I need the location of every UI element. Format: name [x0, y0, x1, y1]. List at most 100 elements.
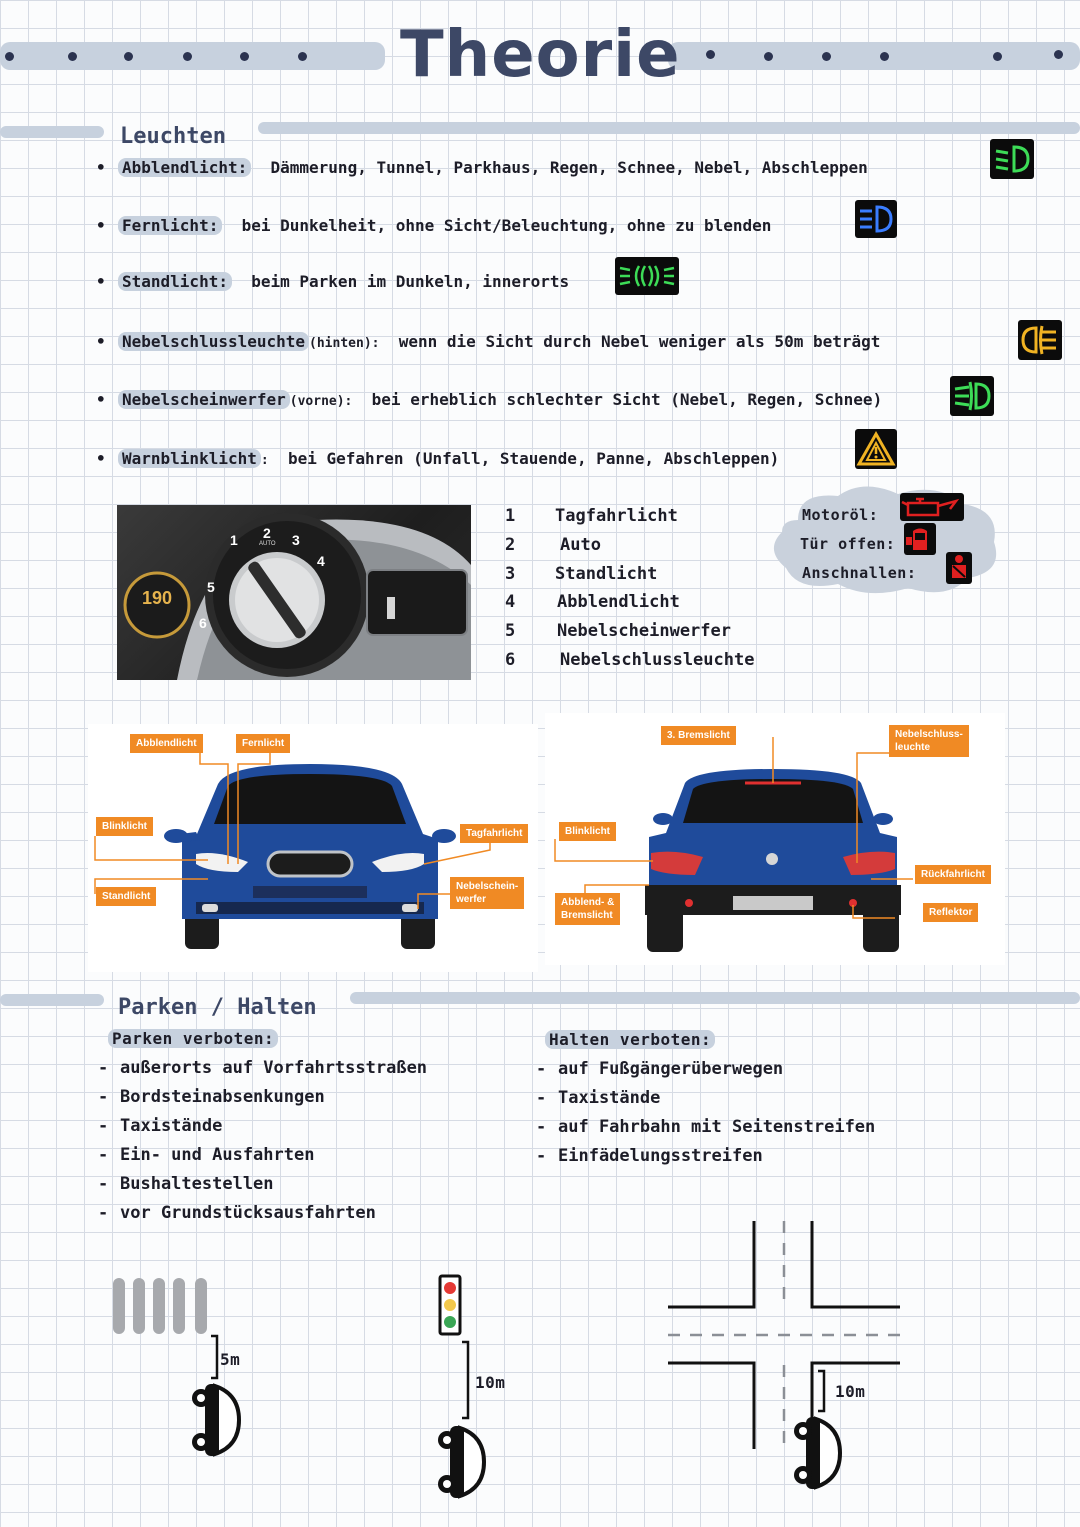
- term-label: Nebelscheinwerfer: [118, 390, 290, 409]
- car-label: Standlicht: [96, 887, 157, 906]
- header-dot: [1054, 50, 1063, 59]
- list-item: -vor Grundstücksausfahrten: [98, 1203, 376, 1223]
- list-item: -außerorts auf Vorfahrtsstraßen: [98, 1058, 428, 1078]
- speed-badge-number: 190: [141, 588, 173, 608]
- list-item: -Taxistände: [536, 1088, 661, 1108]
- car-top-icon: [438, 1425, 487, 1499]
- dial-number: 2: [263, 525, 271, 541]
- distance-label-crosswalk: 5m: [220, 1350, 241, 1369]
- oil-can-icon: [900, 493, 964, 521]
- car-label: Nebelschluss- leuchte: [889, 725, 969, 757]
- header-dot: [124, 52, 133, 61]
- dial-number: 6: [199, 615, 207, 631]
- description: wenn die Sicht durch Nebel weniger als 5…: [398, 332, 881, 351]
- warning-label: Tür offen:: [800, 535, 896, 553]
- header-dot: [240, 52, 249, 61]
- light-item-hazard: • Warnblinklicht: bei Gefahren (Unfall, …: [96, 449, 780, 468]
- description: Dämmerung, Tunnel, Parkhaus, Regen, Schn…: [270, 158, 868, 177]
- distance-label-intersection: 10m: [835, 1382, 866, 1401]
- page-title: Theorie: [400, 18, 681, 92]
- car-label: Blinklicht: [96, 817, 154, 836]
- car-label: 3. Bremslicht: [661, 726, 736, 745]
- car-label: Rückfahrlicht: [915, 865, 991, 884]
- list-item: -Bushaltestellen: [98, 1174, 274, 1194]
- car-rear-diagram: 3. Bremslicht Nebelschluss- leuchte Blin…: [545, 713, 1005, 965]
- low-beam-icon: [990, 139, 1034, 179]
- header-bar-left: [0, 42, 385, 70]
- term-label: Nebelschlussleuchte: [118, 332, 310, 351]
- car-label: Reflektor: [923, 903, 979, 922]
- list-item: -auf Fahrbahn mit Seitenstreifen: [536, 1117, 876, 1137]
- door-open-icon: [904, 523, 936, 555]
- term-label: Fernlicht:: [118, 216, 223, 235]
- legend-number: 1: [505, 506, 516, 526]
- dial-number: 4: [317, 553, 325, 569]
- warning-label: Anschnallen:: [802, 564, 917, 582]
- header-dot: [822, 52, 831, 61]
- section-divider: [258, 122, 1080, 134]
- car-label: Abblend- & Bremslicht: [555, 893, 621, 925]
- header-dot: [706, 50, 715, 59]
- header-bar-right: [668, 42, 1080, 70]
- header-dot: [5, 52, 14, 61]
- car-label: Tagfahrlicht: [460, 824, 529, 843]
- distance-label-traffic-light: 10m: [475, 1373, 506, 1392]
- description: bei Gefahren (Unfall, Stauende, Panne, A…: [287, 449, 780, 468]
- legend-number: 6: [505, 650, 516, 670]
- section-heading-parken: Parken / Halten: [118, 995, 317, 1020]
- high-beam-icon: [855, 200, 897, 238]
- seatbelt-icon: [946, 552, 972, 584]
- term-suffix: (hinten):: [309, 336, 380, 351]
- car-label: Fernlicht: [236, 734, 291, 753]
- legend-label: Nebelschlussleuchte: [560, 650, 755, 670]
- list-item: -Bordsteinabsenkungen: [98, 1087, 325, 1107]
- legend-number: 4: [505, 592, 516, 612]
- list-item: -Taxistände: [98, 1116, 223, 1136]
- light-item-parking: • Standlicht: beim Parken im Dunkeln, in…: [96, 272, 570, 291]
- legend-number: 5: [505, 621, 516, 641]
- car-label: Abblendlicht: [130, 734, 203, 753]
- description: beim Parken im Dunkeln, innerorts: [251, 272, 570, 291]
- legend-label: Tagfahrlicht: [555, 506, 678, 526]
- term-label: Abblendlicht:: [118, 158, 252, 177]
- description: bei erheblich schlechter Sicht (Nebel, R…: [371, 390, 883, 409]
- car-label: Blinklicht: [559, 822, 617, 841]
- section-divider: [0, 126, 104, 138]
- dial-number: 3: [292, 532, 300, 548]
- list-item: -Einfädelungsstreifen: [536, 1146, 763, 1166]
- rear-fog-icon: [1018, 320, 1062, 360]
- section-divider: [0, 994, 104, 1006]
- car-front-diagram: Abblendlicht Fernlicht Blinklicht Tagfah…: [88, 724, 538, 972]
- light-item-rear-fog: • Nebelschlussleuchte(hinten): wenn die …: [96, 332, 881, 351]
- dial-number: 5: [207, 579, 215, 595]
- dial-sub-label: AUTO: [259, 541, 276, 547]
- front-fog-icon: [950, 376, 994, 416]
- section-divider: [350, 992, 1080, 1004]
- halten-verboten-title: Halten verboten:: [545, 1030, 716, 1049]
- warning-label: Motoröl:: [802, 506, 879, 524]
- legend-label: Auto: [560, 535, 601, 555]
- legend-number: 3: [505, 564, 516, 584]
- dial-number: 1: [230, 532, 238, 548]
- parken-verboten-title: Parken verboten:: [108, 1029, 279, 1048]
- list-item: -auf Fußgängerüberwegen: [536, 1059, 784, 1079]
- header-dot: [880, 52, 889, 61]
- light-item-high-beam: • Fernlicht: bei Dunkelheit, ohne Sicht/…: [96, 216, 772, 235]
- parking-light-icon: [615, 257, 679, 295]
- car-top-icon: [192, 1383, 242, 1457]
- header-dot: [298, 52, 307, 61]
- hazard-icon: [855, 429, 897, 469]
- car-label: Nebelschein- werfer: [450, 877, 525, 909]
- legend-label: Abblendlicht: [557, 592, 680, 612]
- light-item-front-fog: • Nebelscheinwerfer(vorne): bei erheblic…: [96, 390, 883, 409]
- legend-number: 2: [505, 535, 516, 555]
- light-switch-photo: 190 1 2 AUTO 3 4 5 6: [117, 505, 471, 680]
- legend-label: Standlicht: [555, 564, 658, 584]
- term-label: Warnblinklicht: [118, 449, 261, 468]
- traffic-light-sketch: [438, 1274, 487, 1499]
- light-item-low-beam: • Abblendlicht: Dämmerung, Tunnel, Parkh…: [96, 158, 868, 177]
- description: bei Dunkelheit, ohne Sicht/Beleuchtung, …: [241, 216, 772, 235]
- term-label: Standlicht:: [118, 272, 232, 291]
- header-dot: [764, 52, 773, 61]
- header-dot: [993, 52, 1002, 61]
